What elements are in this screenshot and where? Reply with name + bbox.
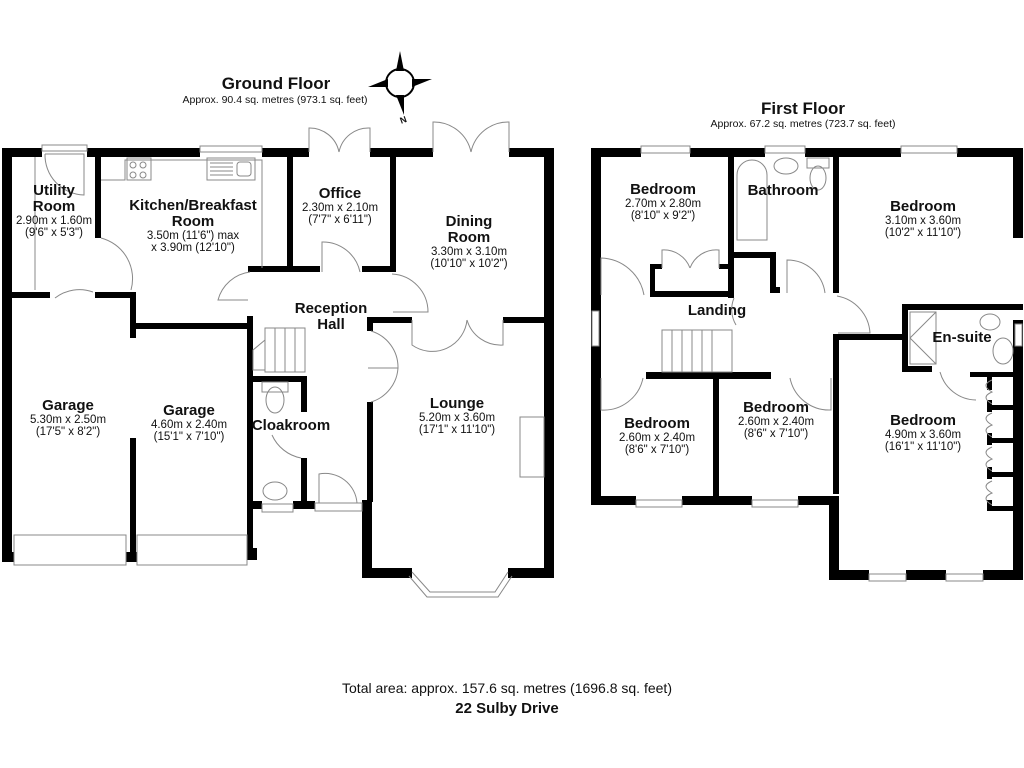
room-en-suite: En-suite xyxy=(932,329,992,346)
room-landing: Landing xyxy=(687,302,747,319)
room-utility: Utility Room 2.90m x 1.60m (9'6" x 5'3") xyxy=(15,182,93,239)
first-floor-area: Approx. 67.2 sq. metres (723.7 sq. feet) xyxy=(710,118,896,130)
room-dining: Dining Room 3.30m x 3.10m (10'10" x 10'2… xyxy=(430,213,508,270)
room-bedroom-3: Bedroom 2.60m x 2.40m (8'6" x 7'10") xyxy=(618,415,696,456)
room-garage-2: Garage 4.60m x 2.40m (15'1" x 7'10") xyxy=(150,402,228,443)
room-bedroom-2: Bedroom 3.10m x 3.60m (10'2" x 11'10") xyxy=(884,198,962,239)
ground-floor-walls xyxy=(2,148,554,578)
first-floor-title: First Floor xyxy=(760,99,846,118)
room-garage-1: Garage 5.30m x 2.50m (17'5" x 8'2") xyxy=(29,397,107,438)
ground-floor-title: Ground Floor xyxy=(221,74,331,93)
room-bathroom: Bathroom xyxy=(747,182,819,199)
room-cloakroom: Cloakroom xyxy=(251,417,331,434)
room-reception-hall: Reception Hall xyxy=(294,300,368,333)
total-area: Total area: approx. 157.6 sq. metres (16… xyxy=(342,680,672,696)
room-bedroom-1: Bedroom 2.70m x 2.80m (8'10" x 9'2") xyxy=(624,181,702,222)
room-lounge: Lounge 5.20m x 3.60m (17'1" x 11'10") xyxy=(418,395,496,436)
room-bedroom-4: Bedroom 2.60m x 2.40m (8'6" x 7'10") xyxy=(737,399,815,440)
room-bedroom-5: Bedroom 4.90m x 3.60m (16'1" x 11'10") xyxy=(884,412,962,453)
room-office: Office 2.30m x 2.10m (7'7" x 6'11") xyxy=(301,185,379,226)
ground-floor-fixtures xyxy=(13,121,545,598)
compass-icon xyxy=(368,51,432,115)
ground-floor-area: Approx. 90.4 sq. metres (973.1 sq. feet) xyxy=(182,94,368,106)
first-floor-fixtures xyxy=(591,145,1023,582)
property-address: 22 Sulby Drive xyxy=(455,700,559,717)
room-kitchen: Kitchen/Breakfast Room 3.50m (11'6") max… xyxy=(129,197,257,254)
